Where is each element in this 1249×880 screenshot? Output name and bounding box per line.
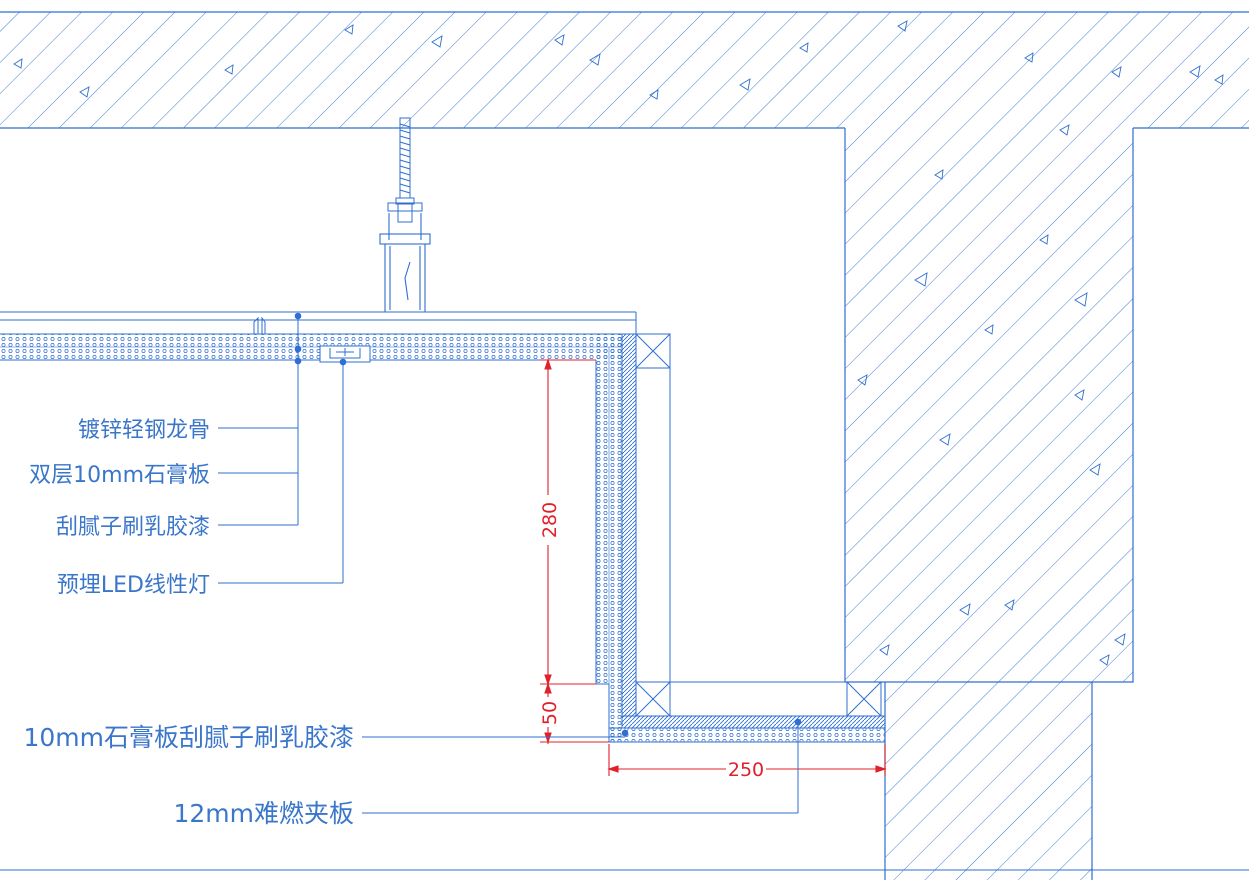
label-fire-retardant-plywood: 12mm难燃夹板 <box>173 799 354 828</box>
dimension-lines <box>540 358 887 776</box>
gypsum-board-vertical <box>595 334 622 684</box>
hanger-bracket <box>379 213 431 313</box>
led-fixture <box>319 345 371 363</box>
label-light-steel-keel: 镀锌轻钢龙骨 <box>78 418 210 443</box>
dimension-280: 280 <box>539 502 561 538</box>
hanger-rod <box>387 117 423 223</box>
dimension-250: 250 <box>728 759 764 781</box>
concrete-slab <box>0 11 1249 129</box>
leader-lines <box>218 312 802 814</box>
concrete-wall <box>884 682 1093 880</box>
light-steel-keel <box>0 311 637 334</box>
label-embedded-led: 预埋LED线性灯 <box>57 573 210 598</box>
gypsum-board-ceiling <box>0 333 622 361</box>
gypsum-board-bottom <box>608 727 886 743</box>
plywood-vertical <box>621 333 637 717</box>
label-double-gypsum-board: 双层10mm石膏板 <box>29 463 210 488</box>
plywood-horizontal <box>621 715 886 729</box>
concrete-beam <box>844 128 1134 683</box>
label-gypsum-board-finish: 10mm石膏板刮腻子刷乳胶漆 <box>23 723 354 752</box>
wood-blocking <box>635 333 885 717</box>
label-putty-latex-paint: 刮腻子刷乳胶漆 <box>56 515 210 540</box>
aggregate-marks <box>13 20 1224 666</box>
dimension-50: 50 <box>539 701 561 725</box>
